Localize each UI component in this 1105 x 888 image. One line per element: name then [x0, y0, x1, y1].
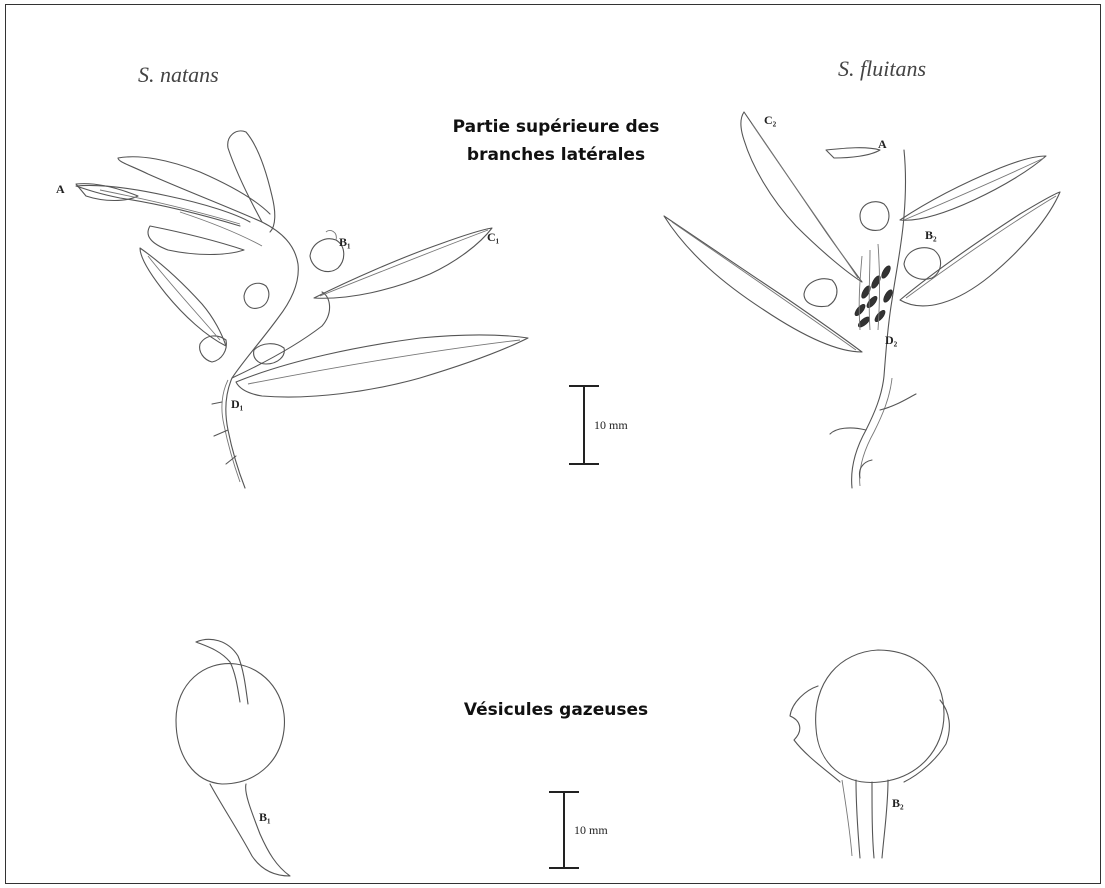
natans-leaf-upper-left — [118, 157, 270, 222]
label-b2: B₂ — [925, 228, 937, 242]
label-a-natans: A — [56, 182, 65, 196]
fluitans-vesicle-b2 — [904, 248, 941, 280]
label-c2: C₂ — [764, 113, 777, 127]
label-c1: C₁ — [487, 230, 500, 244]
fluitans-leaf-a — [826, 148, 880, 158]
fluitans-leaf-left — [664, 216, 862, 352]
natans-vesicle-stalk — [210, 784, 290, 876]
label-a-fluitans: A — [878, 137, 887, 151]
scale-bar-lower-label: 10 mm — [574, 823, 608, 837]
label-d2: D₂ — [885, 333, 898, 347]
label-b2-vesicle: B₂ — [892, 796, 904, 810]
fluitans-vesicle-top — [860, 202, 889, 231]
natans-main-stem — [226, 222, 298, 488]
fluitans-vesicle-stalk — [856, 780, 888, 858]
fluitans-vesicle-body — [816, 650, 944, 782]
natans-vesicle-stalk-top — [196, 639, 248, 704]
natans-vesicle-drawing — [176, 639, 290, 876]
fluitans-branch-drawing — [664, 112, 1060, 488]
natans-leaf-a — [76, 184, 138, 201]
label-b1-vesicle: B₁ — [259, 810, 271, 824]
fluitans-vesicle-drawing — [790, 650, 949, 858]
fluitans-vesicle-wings — [790, 686, 949, 782]
label-b1: B₁ — [339, 235, 351, 249]
scale-bar-upper-label: 10 mm — [594, 418, 628, 432]
natans-vesicle-body — [176, 664, 284, 784]
fluitans-leaf-right-upper — [900, 156, 1046, 220]
label-d1: D₁ — [231, 397, 244, 411]
natans-branch-drawing — [76, 131, 528, 488]
fluitans-leaf-right-lower — [900, 192, 1060, 306]
